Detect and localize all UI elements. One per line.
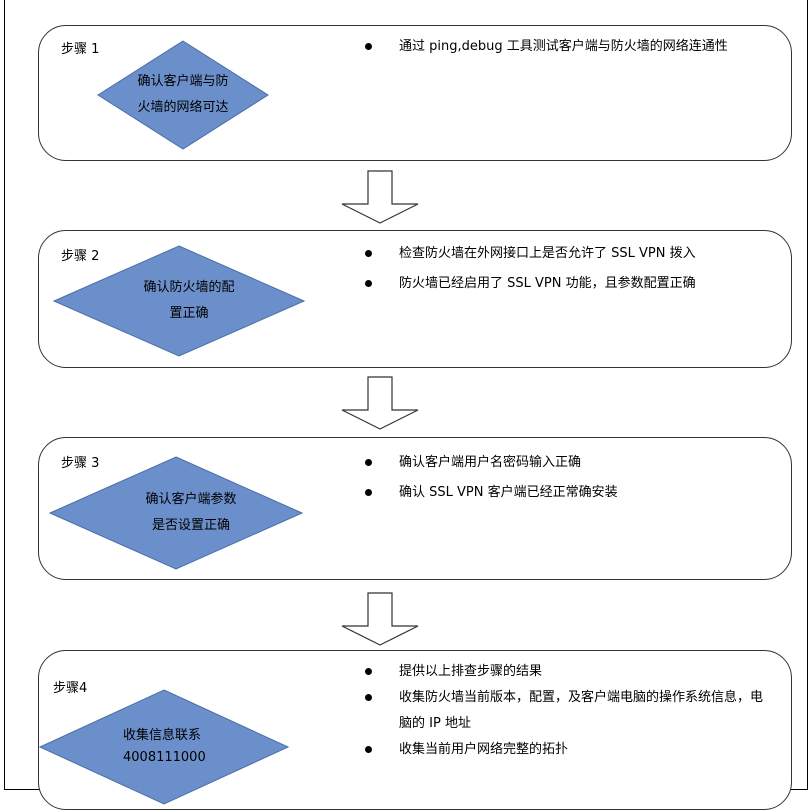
bullet-dot-icon: [365, 250, 372, 257]
down-arrow-1: [341, 170, 419, 224]
step-2-label: 步骤 2: [61, 249, 100, 264]
bullet-dot-icon: [365, 489, 372, 496]
bullet-dot-icon: [365, 459, 372, 466]
bullet-dot-icon: [365, 694, 372, 701]
step-2-diamond-line-1: 确认防火墙的配: [143, 280, 235, 295]
step-3-bullets: 确认客户端用户名密码输入正确 确认 SSL VPN 客户端已经正常确安装: [365, 452, 785, 512]
step-4-label: 步骤4: [53, 681, 88, 696]
step-1-diamond: 确认客户端与防 火墙的网络可达: [97, 40, 269, 150]
step-4-bullet-2: 收集防火墙当前版本，配置，及客户端电脑的操作系统信息，电脑的 IP 地址: [365, 685, 775, 737]
step-4-diamond-line-1: 收集信息联系: [123, 728, 202, 743]
step-1-diamond-line-1: 确认客户端与防: [137, 74, 229, 89]
step-2-bullet-2: 防火墙已经启用了 SSL VPN 功能，且参数配置正确: [365, 273, 785, 295]
step-1-label: 步骤 1: [61, 42, 100, 57]
step-1-bullet-1: 通过 ping,debug 工具测试客户端与防火墙的网络连通性: [365, 36, 777, 58]
step-3-label: 步骤 3: [61, 456, 100, 471]
step-3-diamond-line-2: 是否设置正确: [151, 518, 230, 533]
step-4-bullet-3: 收集当前用户网络完整的拓扑: [365, 739, 775, 761]
step-4-bullet-1: 提供以上排查步骤的结果: [365, 661, 775, 683]
down-arrow-3: [341, 592, 419, 646]
bullet-dot-icon: [365, 668, 372, 675]
step-1-box: 步骤 1 确认客户端与防 火墙的网络可达 通过 ping,debug 工具测试客…: [38, 25, 792, 161]
step-3-diamond-line-1: 确认客户端参数: [145, 492, 237, 507]
step-1-bullets: 通过 ping,debug 工具测试客户端与防火墙的网络连通性: [365, 36, 777, 66]
down-arrow-2: [341, 376, 419, 430]
step-1-diamond-line-2: 火墙的网络可达: [137, 100, 229, 115]
step-2-box: 步骤 2 确认防火墙的配 置正确 检查防火墙在外网接口上是否允许了 SSL VP…: [38, 230, 792, 368]
bullet-dot-icon: [365, 746, 372, 753]
step-3-box: 步骤 3 确认客户端参数 是否设置正确 确认客户端用户名密码输入正确 确认 SS…: [38, 437, 792, 580]
step-2-diamond-line-2: 置正确: [169, 306, 209, 321]
step-4-diamond: 收集信息联系 4008111000: [39, 689, 289, 805]
bullet-dot-icon: [365, 43, 372, 50]
step-3-bullet-1: 确认客户端用户名密码输入正确: [365, 452, 785, 474]
bullet-dot-icon: [365, 280, 372, 287]
step-2-bullets: 检查防火墙在外网接口上是否允许了 SSL VPN 拨入 防火墙已经启用了 SSL…: [365, 243, 785, 303]
step-2-bullet-1: 检查防火墙在外网接口上是否允许了 SSL VPN 拨入: [365, 243, 785, 265]
step-4-bullets: 提供以上排查步骤的结果 收集防火墙当前版本，配置，及客户端电脑的操作系统信息，电…: [365, 661, 775, 769]
step-4-diamond-line-2: 4008111000: [123, 750, 206, 765]
step-2-diamond: 确认防火墙的配 置正确: [53, 245, 305, 357]
step-3-bullet-2: 确认 SSL VPN 客户端已经正常确安装: [365, 482, 785, 504]
step-3-diamond: 确认客户端参数 是否设置正确: [49, 456, 303, 570]
step-4-box: 步骤4 收集信息联系 4008111000 提供以上排查步骤的结果 收集防火墙当…: [38, 650, 792, 810]
